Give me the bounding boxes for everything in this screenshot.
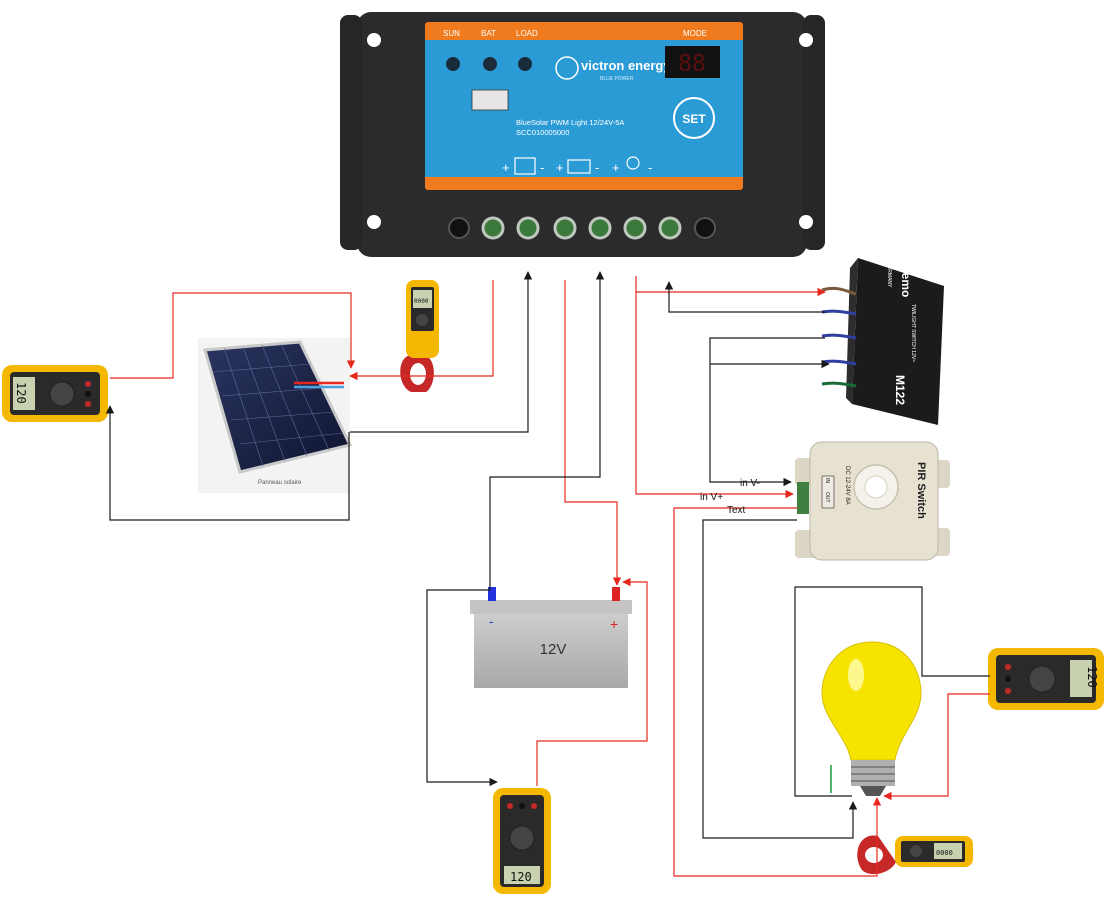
multimeter-reading: 120	[14, 382, 28, 404]
battery-positive-post	[612, 587, 620, 601]
wire-in-v-plus	[635, 292, 794, 499]
mount-hole-icon	[367, 215, 381, 229]
solar-panel-module	[203, 340, 353, 474]
solar-plus-mark: +	[502, 160, 510, 175]
wires	[105, 271, 990, 877]
wire-solar-positive	[349, 280, 494, 381]
indicator-bat-label: BAT	[481, 29, 496, 38]
clamp-meter-load: 0000	[857, 835, 973, 875]
mount-hole-icon	[799, 215, 813, 229]
solar-panel-icon	[514, 157, 536, 175]
battery-voltage-label: 12V	[540, 641, 567, 658]
wire-load-negative-twilight	[664, 281, 825, 313]
load-negative-terminal	[658, 216, 682, 240]
model-code: SCC010005000	[516, 128, 569, 137]
selector-dial	[1028, 665, 1056, 693]
pir-switch: PIR Switch DC 12-24V 8A IN OUT	[795, 441, 950, 561]
pir-terminals-in: IN	[824, 478, 830, 483]
solar-positive-terminal	[481, 216, 505, 240]
multimeter-solar: 120	[2, 365, 108, 422]
battery-minus-sign: -	[489, 613, 494, 629]
multimeter-load: 120	[988, 648, 1104, 710]
battery-negative-post	[488, 587, 496, 601]
charge-controller: SUN BAT LOAD MODE victron energy BLUE PO…	[340, 12, 825, 257]
solar-panel-caption: Panneau solaire	[258, 480, 302, 486]
clamp-meter-reading: 0000	[414, 298, 429, 305]
wire-label-in-v-plus: in V+	[700, 492, 723, 503]
battery: - + 12V	[470, 587, 632, 688]
mode-display-digits: 88	[678, 51, 706, 77]
clamp-meter-display	[934, 843, 962, 859]
battery-icon	[567, 159, 591, 174]
load-plus-mark: +	[612, 160, 620, 175]
pir-terminals-out: OUT	[824, 492, 830, 503]
battery-led	[483, 57, 497, 71]
clamp-meter-solar: 0000	[400, 280, 439, 392]
brand-subtitle: BLUE POWER	[600, 76, 634, 82]
battery-status-icon	[471, 89, 509, 111]
twilight-switch-brand: Kemo	[899, 264, 913, 297]
terminal-symbols: + - + - + -	[502, 156, 652, 175]
pir-switch-title: PIR Switch	[915, 462, 927, 519]
battery-minus-mark: -	[595, 160, 599, 175]
wire-label-in-v-minus: in V-	[740, 478, 760, 489]
terminal-block	[448, 216, 716, 240]
wire-label-text: Text	[727, 505, 746, 516]
wire-meter-solar-positive	[110, 292, 356, 379]
multimeter-battery: 120	[493, 788, 551, 894]
selector-dial	[509, 825, 535, 851]
wire-meter-load-positive	[883, 693, 990, 801]
twilight-switch-country: GERMANY	[886, 262, 892, 288]
multimeter-reading: 120	[1085, 666, 1099, 688]
selector-dial	[49, 381, 75, 407]
wire-solar-negative	[350, 271, 533, 433]
mount-hole-icon	[367, 33, 381, 47]
mode-label: MODE	[683, 29, 707, 38]
wire-meter-load-negative	[794, 586, 990, 797]
set-button[interactable]	[673, 97, 715, 139]
clamp-meter-reading: 0000	[936, 849, 953, 857]
multimeter-display	[504, 866, 540, 884]
multimeter-display	[13, 377, 35, 410]
wire-battery-negative	[489, 271, 605, 590]
battery-plus-sign: +	[610, 616, 618, 632]
indicator-sun-label: SUN	[443, 29, 460, 38]
load-positive-terminal	[623, 216, 647, 240]
battery-negative-terminal	[588, 216, 612, 240]
battery-positive-terminal	[553, 216, 577, 240]
set-button-label: SET	[682, 112, 706, 126]
twilight-switch-model: M122	[893, 375, 907, 405]
wire-pir-output-negative	[702, 519, 858, 839]
wire-pir-output-positive	[673, 507, 882, 877]
sun-led	[446, 57, 460, 71]
wire-meter-battery-positive	[536, 577, 648, 786]
light-bulb	[821, 641, 922, 796]
load-led	[518, 57, 532, 71]
solar-negative-terminal	[516, 216, 540, 240]
mount-hole-icon	[799, 33, 813, 47]
multimeter-display	[1070, 660, 1092, 697]
model-name: BlueSolar PWM Light 12/24V-5A	[516, 118, 624, 127]
brand-name: victron energy	[581, 58, 671, 73]
multimeter-reading: 120	[510, 870, 532, 884]
indicator-load-label: LOAD	[516, 29, 538, 38]
wire-load-positive-twilight	[635, 276, 826, 297]
wire-in-v-minus	[709, 337, 825, 487]
pir-switch-spec: DC 12-24V 8A	[844, 466, 850, 505]
victron-logo	[555, 56, 579, 80]
solar-minus-mark: -	[540, 160, 544, 175]
pir-terminal-block	[797, 482, 809, 514]
clamp-meter-display	[413, 290, 432, 308]
battery-plus-mark: +	[556, 160, 564, 175]
load-minus-mark: -	[648, 160, 652, 175]
twilight-switch-title: TWILIGHT SWITCH 12V=	[910, 304, 916, 362]
wire-meter-solar-negative	[105, 405, 350, 521]
twilight-switch: Kemo GERMANY TWILIGHT SWITCH 12V= M122	[821, 258, 944, 425]
solar-panel: Panneau solaire	[198, 338, 353, 493]
mode-display	[665, 46, 720, 78]
wire-battery-positive	[564, 280, 622, 586]
bulb-icon	[626, 156, 640, 170]
wire-meter-battery-negative	[426, 589, 498, 787]
